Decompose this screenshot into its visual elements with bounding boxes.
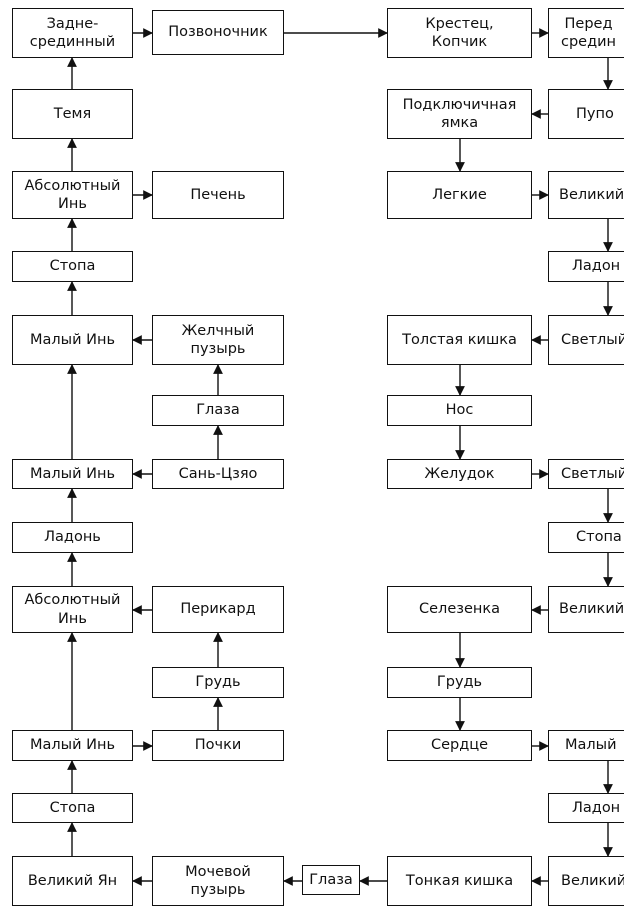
node-grud-2: Грудь — [387, 667, 532, 698]
node-tonkaya-kishka: Тонкая кишка — [387, 856, 532, 906]
node-veliky-2: Великий — [548, 586, 624, 633]
node-nos: Нос — [387, 395, 532, 426]
node-peredne-sredinny: Перед средин — [548, 8, 624, 58]
node-maly: Малый — [548, 730, 624, 761]
node-absolyutny-in-1: Абсолютный Инь — [12, 171, 133, 219]
node-pupok: Пупо — [548, 89, 624, 139]
node-zhelchny-puzyr: Желчный пузырь — [152, 315, 284, 365]
node-ladon-1: Ладон — [548, 251, 624, 282]
node-podklyuchichnaya-yamka: Подключичная ямка — [387, 89, 532, 139]
node-ladon: Ладонь — [12, 522, 133, 553]
node-veliky-3: Великий — [548, 856, 624, 906]
node-glaza-2: Глаза — [302, 865, 360, 895]
node-krestets-kopchik: Крестец, Копчик — [387, 8, 532, 58]
node-mochevoy-puzyr: Мочевой пузырь — [152, 856, 284, 906]
node-grud-1: Грудь — [152, 667, 284, 698]
node-veliky-1: Великий — [548, 171, 624, 219]
node-perikard: Перикард — [152, 586, 284, 633]
node-tolstaya-kishka: Толстая кишка — [387, 315, 532, 365]
node-san-tszyao: Сань-Цзяо — [152, 459, 284, 489]
node-pozvonochnik: Позвоночник — [152, 10, 284, 55]
node-legkie: Легкие — [387, 171, 532, 219]
node-temya: Темя — [12, 89, 133, 139]
node-glaza-1: Глаза — [152, 395, 284, 426]
node-svetly-1: Светлый — [548, 315, 624, 365]
node-pechen: Печень — [152, 171, 284, 219]
node-absolyutny-in-2: Абсолютный Инь — [12, 586, 133, 633]
node-stopa-1: Стопа — [12, 251, 133, 282]
node-maly-in-2: Малый Инь — [12, 459, 133, 489]
node-zheludok: Желудок — [387, 459, 532, 489]
node-pochki: Почки — [152, 730, 284, 761]
node-selezenka: Селезенка — [387, 586, 532, 633]
node-zadne-sredinny: Задне- срединный — [12, 8, 133, 58]
node-stopa-3: Стопа — [548, 522, 624, 553]
node-svetly-2: Светлый — [548, 459, 624, 489]
node-maly-in-1: Малый Инь — [12, 315, 133, 365]
node-veliky-yan: Великий Ян — [12, 856, 133, 906]
node-serdtse: Сердце — [387, 730, 532, 761]
node-stopa-2: Стопа — [12, 793, 133, 823]
node-maly-in-3: Малый Инь — [12, 730, 133, 761]
node-ladon-2: Ладон — [548, 793, 624, 823]
